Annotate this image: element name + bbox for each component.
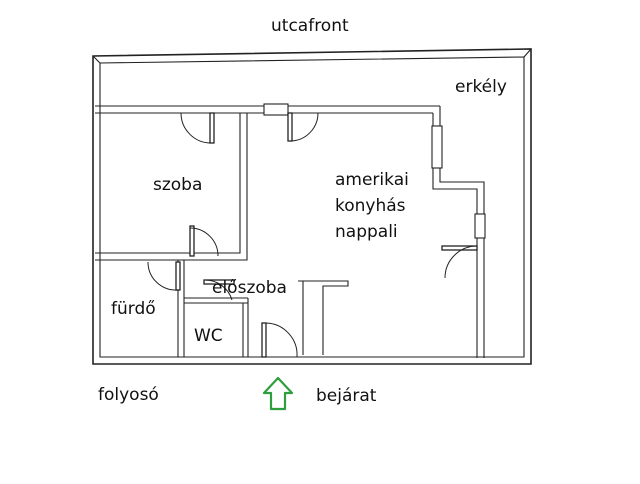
window-right-1 <box>431 125 443 169</box>
window-right-2 <box>474 213 486 239</box>
entrance-label: bejárat <box>316 386 377 406</box>
wc-label: WC <box>194 326 223 346</box>
door-leaf <box>175 261 181 291</box>
living-label-line2: konyhás <box>335 196 406 216</box>
bedroom-walls <box>95 113 248 261</box>
door-leaf <box>261 322 267 358</box>
living-label-line1: amerikai <box>335 170 409 190</box>
windows <box>263 103 486 239</box>
door-swing <box>180 112 213 144</box>
door-swing <box>203 279 233 301</box>
door-leaf <box>287 112 293 142</box>
door-leaf <box>441 245 478 251</box>
bathroom-label: fürdő <box>111 299 156 319</box>
door-leaf <box>189 225 195 257</box>
door-swing <box>189 227 219 257</box>
service-walls <box>177 260 349 357</box>
door-swing <box>265 322 298 358</box>
door-swing <box>147 261 179 291</box>
living-label-line3: nappali <box>335 222 398 242</box>
corridor-label: folyosó <box>98 385 159 405</box>
street-label: utcafront <box>271 16 349 36</box>
door-swing <box>444 245 478 279</box>
outer-walls <box>92 48 532 365</box>
door-swing <box>289 112 319 142</box>
window-top-1 <box>263 103 289 116</box>
room-label: szoba <box>153 175 203 195</box>
doors <box>147 112 478 358</box>
up-arrow-icon <box>262 376 294 411</box>
door-leaf <box>209 112 215 144</box>
balcony-label: erkély <box>455 77 507 97</box>
hall-label: előszoba <box>212 278 287 298</box>
